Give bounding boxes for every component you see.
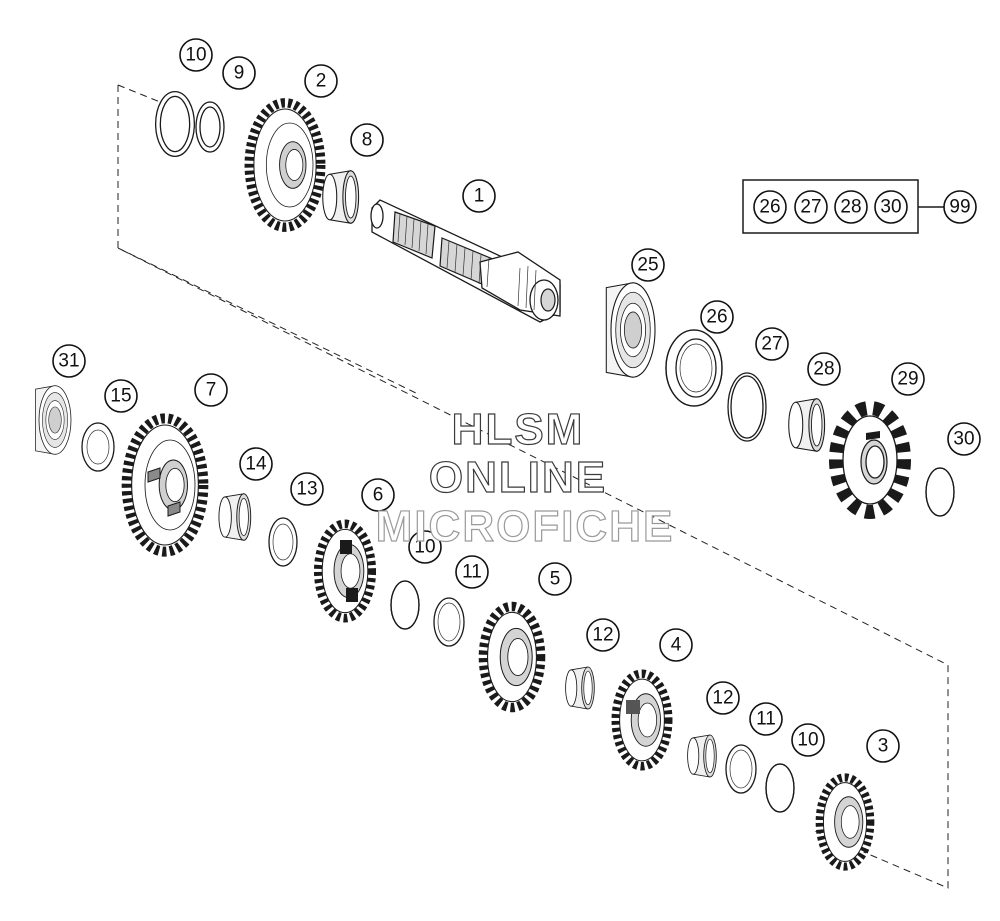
sprocket-part xyxy=(829,401,911,519)
assembly-outline xyxy=(117,84,949,889)
bushing-part-12a xyxy=(565,666,595,710)
kit-item-30: 30 xyxy=(874,190,908,224)
callout-11-bottom: 11 xyxy=(749,702,783,736)
svg-text:28: 28 xyxy=(840,197,861,218)
svg-text:10: 10 xyxy=(797,730,818,751)
svg-text:25: 25 xyxy=(637,255,658,276)
bushing-part-14 xyxy=(218,493,252,541)
bushing-part-8 xyxy=(322,170,360,224)
callout-30: 30 xyxy=(947,422,981,456)
main-shaft-part xyxy=(370,199,561,323)
callout-12-bottom: 12 xyxy=(706,681,740,715)
svg-text:26: 26 xyxy=(706,307,727,328)
callout-6: 6 xyxy=(361,478,395,512)
gear-part-4 xyxy=(616,674,668,767)
svg-text:7: 7 xyxy=(206,380,217,401)
callout-25: 25 xyxy=(631,248,665,282)
svg-text:11: 11 xyxy=(756,709,776,730)
svg-text:26: 26 xyxy=(759,197,780,218)
callout-10-top: 10 xyxy=(179,38,213,72)
callout-29: 29 xyxy=(891,362,925,396)
watermark: HLSM ONLINE MICROFICHE xyxy=(375,404,675,551)
gear-part-7 xyxy=(127,418,204,551)
svg-text:31: 31 xyxy=(58,351,79,372)
callout-28: 28 xyxy=(807,352,841,386)
sprocket-circlip-part xyxy=(925,467,955,517)
callout-26: 26 xyxy=(700,300,734,334)
svg-text:12: 12 xyxy=(592,625,613,646)
callout-27: 27 xyxy=(755,327,789,361)
callout-14: 14 xyxy=(239,447,273,481)
svg-text:15: 15 xyxy=(110,386,131,407)
kit-result-99: 99 xyxy=(943,190,977,224)
shaft-seal-part xyxy=(665,329,723,407)
svg-text:4: 4 xyxy=(671,635,682,656)
callout-11-mid: 11 xyxy=(455,555,489,589)
svg-text:8: 8 xyxy=(362,130,373,151)
washer-part-15 xyxy=(81,422,115,472)
gear-part-2 xyxy=(249,103,321,227)
svg-text:30: 30 xyxy=(880,197,901,218)
callout-2: 2 xyxy=(304,64,338,98)
callout-15: 15 xyxy=(104,379,138,413)
watermark-line-1: HLSM xyxy=(452,405,585,454)
watermark-line-3: MICROFICHE xyxy=(376,502,675,551)
washer-part-11b xyxy=(725,744,757,794)
washer-part-11a xyxy=(433,597,465,647)
callout-3: 3 xyxy=(866,729,900,763)
bushing-part-12b xyxy=(687,734,717,778)
bearing-part-25 xyxy=(605,282,656,378)
svg-text:28: 28 xyxy=(813,359,834,380)
svg-text:12: 12 xyxy=(712,688,733,709)
callout-13: 13 xyxy=(290,472,324,506)
kit-group: 26 27 28 30 99 xyxy=(742,179,977,234)
circlip-part-c xyxy=(765,763,795,813)
watermark-line-2: ONLINE xyxy=(429,453,607,502)
callout-4: 4 xyxy=(659,628,693,662)
svg-text:9: 9 xyxy=(234,63,245,84)
kit-item-26: 26 xyxy=(753,190,787,224)
circlip-part-b xyxy=(390,580,420,630)
spacer-part xyxy=(788,398,826,452)
callout-7: 7 xyxy=(194,373,228,407)
kit-item-28: 28 xyxy=(834,190,868,224)
svg-text:27: 27 xyxy=(800,197,821,218)
circlip-part xyxy=(158,94,192,154)
svg-text:13: 13 xyxy=(296,479,317,500)
svg-text:27: 27 xyxy=(761,334,782,355)
svg-text:3: 3 xyxy=(878,736,889,757)
callout-9: 9 xyxy=(222,56,256,90)
svg-text:99: 99 xyxy=(949,197,970,218)
svg-text:6: 6 xyxy=(373,485,384,506)
kit-item-27: 27 xyxy=(794,190,828,224)
callout-10-mid: 10 xyxy=(408,530,442,564)
svg-text:10: 10 xyxy=(414,537,435,558)
o-ring-part xyxy=(727,372,767,442)
svg-text:30: 30 xyxy=(953,429,974,450)
callout-31: 31 xyxy=(52,344,86,378)
svg-text:5: 5 xyxy=(550,569,561,590)
gear-part-5 xyxy=(483,606,540,707)
bearing-part-31 xyxy=(35,385,72,455)
svg-text:11: 11 xyxy=(462,562,482,583)
callout-8: 8 xyxy=(350,123,384,157)
svg-text:2: 2 xyxy=(316,71,327,92)
callout-10-bottom: 10 xyxy=(791,723,825,757)
svg-text:1: 1 xyxy=(474,186,485,207)
washer-part xyxy=(195,101,225,153)
callout-12-mid: 12 xyxy=(586,618,620,652)
svg-text:29: 29 xyxy=(897,369,918,390)
callout-5: 5 xyxy=(538,562,572,596)
washer-part-13 xyxy=(268,517,298,567)
gear-part-3 xyxy=(820,777,871,866)
svg-text:14: 14 xyxy=(245,454,267,475)
gear-part-6 xyxy=(318,524,371,618)
svg-text:10: 10 xyxy=(185,45,206,66)
callout-1: 1 xyxy=(462,179,496,213)
